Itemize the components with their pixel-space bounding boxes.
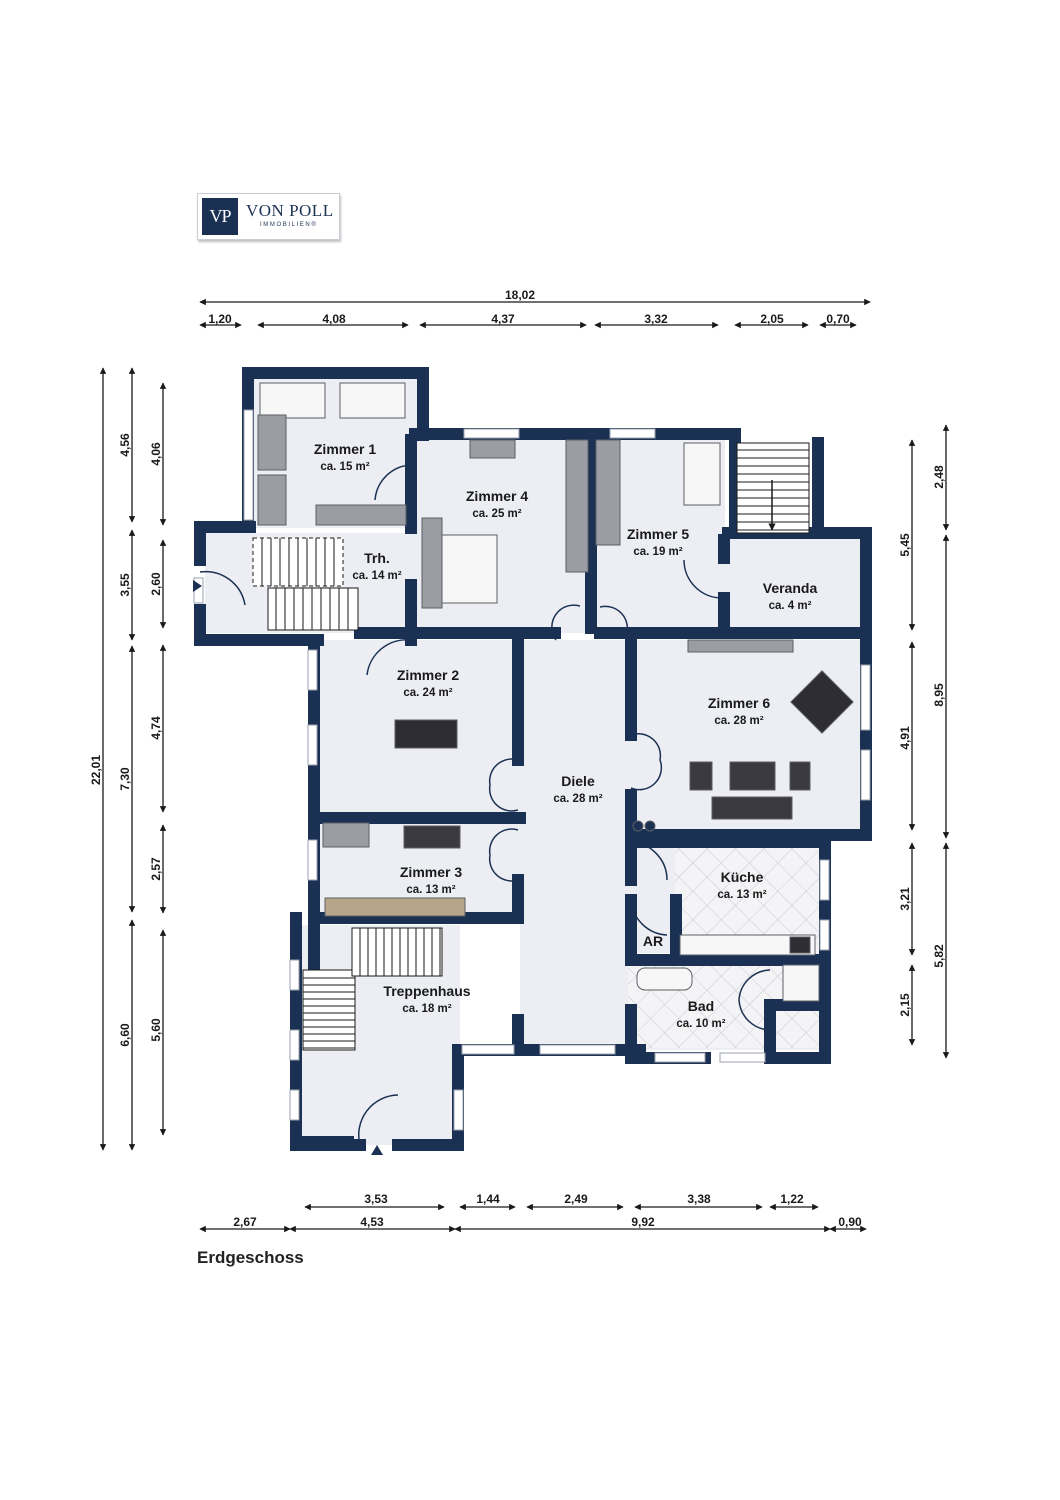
von-poll-logo: VP VON POLL IMMOBILIEN® [197, 193, 340, 240]
room-bad-area: ca. 10 m² [676, 1018, 725, 1030]
dim-bottom-up-4: 3,38 [687, 1192, 711, 1206]
dim-top-total: 18,02 [505, 288, 535, 302]
dim-right-in-4: 2,15 [898, 993, 912, 1017]
room-zimmer2-area: ca. 24 m² [403, 687, 452, 699]
dim-bottom-up-2: 1,44 [476, 1192, 500, 1206]
dim-top-5: 2,05 [760, 312, 784, 326]
room-ar-name: AR [643, 933, 663, 949]
room-treppenhaus-name: Treppenhaus [383, 983, 470, 999]
dim-left-in-2: 2,60 [149, 572, 163, 596]
dim-top-1: 1,20 [208, 312, 232, 326]
room-kueche-area: ca. 13 m² [717, 889, 766, 901]
room-treppenhaus-area: ca. 18 m² [402, 1003, 451, 1015]
room-labels: Zimmer 1 ca. 15 m² Zimmer 4 ca. 25 m² Zi… [314, 441, 818, 1030]
room-bad-name: Bad [688, 998, 714, 1014]
logo-subtitle: IMMOBILIEN® [260, 222, 318, 228]
dim-right-out-2: 8,95 [932, 683, 946, 707]
floor-label: Erdgeschoss [197, 1248, 304, 1267]
dim-left-mid-2: 3,55 [118, 573, 132, 597]
room-zimmer2-name: Zimmer 2 [397, 667, 459, 683]
room-zimmer4-name: Zimmer 4 [466, 488, 528, 504]
dim-right-in-2: 4,91 [898, 726, 912, 750]
stair-treads [261, 449, 809, 1049]
room-zimmer3-name: Zimmer 3 [400, 864, 462, 880]
dim-bottom-up-1: 3,53 [364, 1192, 388, 1206]
dim-bottom-low-3: 9,92 [631, 1215, 655, 1229]
dim-left-in-3: 4,74 [149, 716, 163, 740]
side-entrance-arrow-icon [193, 580, 202, 592]
dim-top-6: 0,70 [826, 312, 850, 326]
dim-top-3: 4,37 [491, 312, 515, 326]
door-swings [199, 464, 771, 1146]
room-veranda-name: Veranda [763, 580, 818, 596]
room-zimmer1-area: ca. 15 m² [320, 461, 369, 473]
room-zimmer6-name: Zimmer 6 [708, 695, 770, 711]
room-zimmer4-area: ca. 25 m² [472, 508, 521, 520]
dim-top-4: 3,32 [644, 312, 668, 326]
room-zimmer5-area: ca. 19 m² [633, 546, 682, 558]
windows [193, 409, 871, 1131]
room-zimmer6-area: ca. 28 m² [714, 715, 763, 727]
dim-top-2: 4,08 [322, 312, 346, 326]
dim-left-in-5: 5,60 [149, 1018, 163, 1042]
dimension-lines [99, 298, 950, 1233]
dim-right-out-1: 2,48 [932, 465, 946, 489]
dim-left-mid-4: 6,60 [118, 1023, 132, 1047]
dim-bottom-low-2: 4,53 [360, 1215, 384, 1229]
entrance-arrow-icon [371, 1145, 383, 1155]
dim-right-in-3: 3,21 [898, 887, 912, 911]
room-trh-area: ca. 14 m² [352, 570, 401, 582]
room-zimmer1-name: Zimmer 1 [314, 441, 376, 457]
dim-bottom-low-1: 2,67 [233, 1215, 257, 1229]
room-diele-name: Diele [561, 773, 595, 789]
room-veranda-area: ca. 4 m² [769, 600, 812, 612]
dim-bottom-up-3: 2,49 [564, 1192, 588, 1206]
logo-name: VON POLL [246, 201, 334, 220]
dimension-labels: 18,02 1,20 4,08 4,37 3,32 2,05 0,70 22,0… [89, 288, 946, 1229]
room-zimmer5-name: Zimmer 5 [627, 526, 689, 542]
dim-left-mid-3: 7,30 [118, 767, 132, 791]
entrance-logo-badge [296, 1136, 354, 1149]
dim-right-out-3: 5,82 [932, 944, 946, 968]
dim-bottom-low-4: 0,90 [838, 1215, 862, 1229]
dim-left-in-1: 4,06 [149, 442, 163, 466]
dim-left-in-4: 2,57 [149, 857, 163, 881]
dim-bottom-up-5: 1,22 [780, 1192, 804, 1206]
room-diele-area: ca. 28 m² [553, 793, 602, 805]
logo-initials: VP [202, 198, 238, 235]
room-kueche-name: Küche [721, 869, 764, 885]
room-trh-name: Trh. [364, 550, 390, 566]
dim-left-outer: 22,01 [89, 755, 103, 785]
furniture [257, 382, 854, 1002]
dim-left-mid-1: 4,56 [118, 433, 132, 457]
dim-right-in-1: 5,45 [898, 533, 912, 557]
room-zimmer3-area: ca. 13 m² [406, 884, 455, 896]
